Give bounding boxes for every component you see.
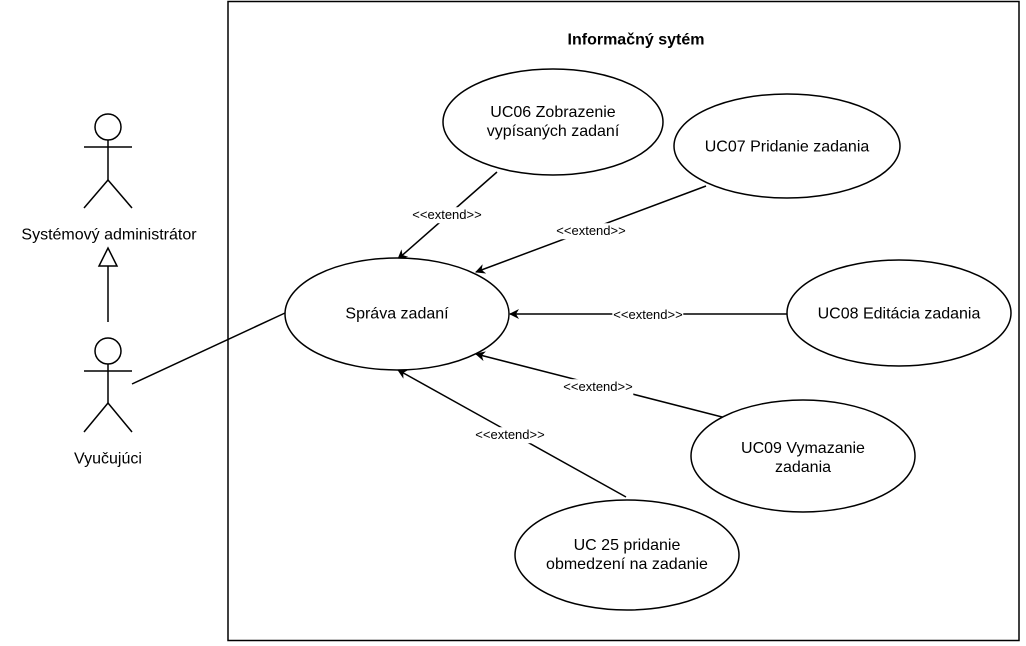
teacher-actor-figure[interactable] — [83, 337, 133, 433]
system-boundary — [227, 0, 1020, 642]
generalization-arrowhead — [97, 246, 119, 267]
use-case-sprava-zadani-shape[interactable] — [284, 257, 510, 371]
use-case-uc08-shape[interactable] — [786, 259, 1012, 367]
use-case-uc25-shape[interactable] — [514, 499, 740, 611]
use-case-uc09-line2: zadania — [774, 459, 832, 476]
system-title: Informačný sytém — [567, 31, 705, 49]
extend-label-uc06: <<extend>> — [411, 207, 483, 223]
teacher-actor-name: Vyučujúci — [74, 450, 142, 468]
extend-label-uc08: <<extend>> — [612, 307, 684, 323]
association-line — [131, 312, 286, 385]
use-case-uc08-label: UC08 Editácia zadania — [817, 305, 981, 323]
use-case-uc25-label: UC 25 pridanie obmedzení na zadanie — [546, 536, 708, 574]
extend-label-uc07: <<extend>> — [555, 223, 627, 239]
use-case-uc06-shape[interactable] — [442, 68, 664, 176]
use-case-uc06-line1: UC06 Zobrazenie — [490, 103, 616, 121]
use-case-uc07-label: UC07 Pridanie zadania — [704, 138, 870, 156]
use-case-uc06-line2: vypísaných zadaní — [486, 123, 620, 140]
admin-actor-name: Systémový administrátor — [21, 226, 197, 244]
use-case-uc06-label: UC06 Zobrazenie vypísaných zadaní — [487, 103, 620, 141]
use-case-uc25-line1: UC 25 pridanie — [573, 536, 681, 554]
extend-label-uc25: <<extend>> — [474, 427, 546, 443]
use-case-uc07-shape[interactable] — [673, 93, 901, 199]
use-case-uc09-line1: UC09 Vymazanie — [741, 439, 865, 457]
use-case-uc09-label: UC09 Vymazanie zadania — [741, 439, 865, 477]
extend-label-uc09: <<extend>> — [562, 379, 634, 395]
use-case-sprava-zadani-label: Správa zadaní — [345, 305, 449, 323]
use-case-uc25-line2: obmedzení na zadanie — [546, 556, 708, 573]
admin-actor-figure[interactable] — [83, 113, 133, 209]
use-case-uc09-shape[interactable] — [690, 399, 916, 513]
